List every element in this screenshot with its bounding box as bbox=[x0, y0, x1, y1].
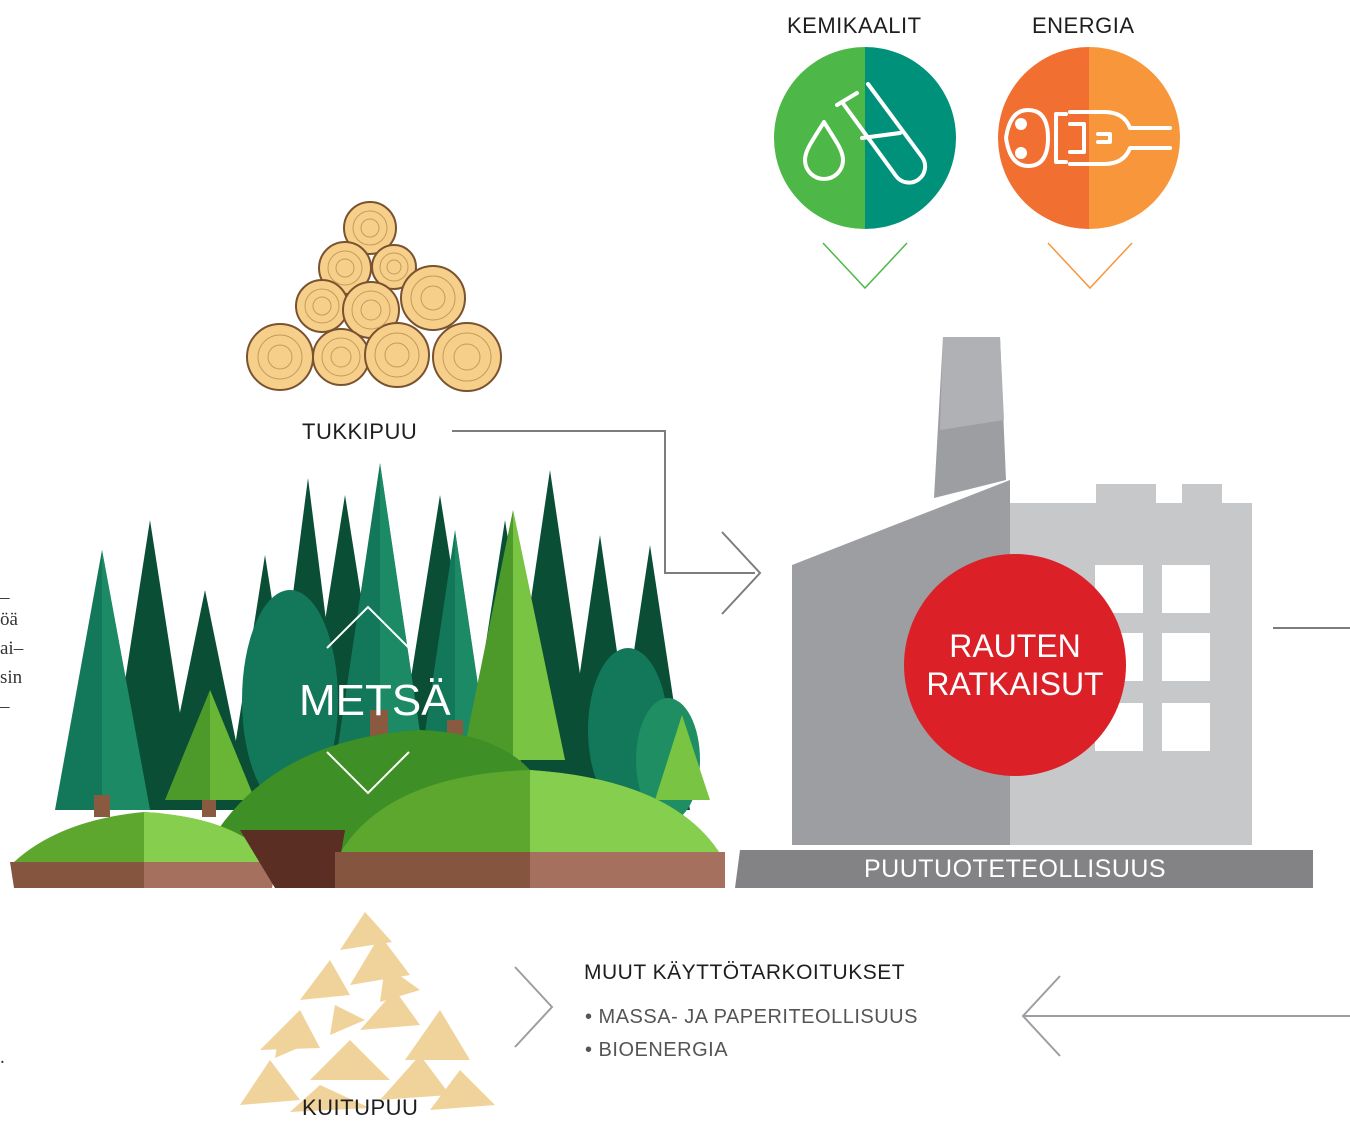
chemicals-chevron bbox=[822, 242, 908, 290]
puutuoteteollisuus-bar bbox=[735, 850, 1313, 888]
energy-circle bbox=[998, 47, 1180, 229]
metsa-up-chevron bbox=[326, 605, 410, 649]
metsa-label: METSÄ bbox=[299, 676, 451, 725]
tukkipuu-arrow-head bbox=[721, 531, 762, 615]
forest-illustration bbox=[10, 463, 725, 888]
muut-item-massa: • MASSA- JA PAPERITEOLLISUUS bbox=[585, 1006, 918, 1028]
rauten-label-line1: RAUTEN bbox=[949, 628, 1081, 664]
clipped-text-line-4: sin bbox=[0, 667, 23, 688]
rauten-ratkaisut-circle bbox=[904, 554, 1126, 776]
kuitupuu-label: KUITUPUU bbox=[302, 1095, 419, 1120]
metsa-down-chevron bbox=[326, 751, 410, 795]
rauten-label-line2: RATKAISUT bbox=[926, 666, 1104, 702]
muut-kayttotarkoitukset-title: MUUT KÄYTTÖTARKOITUKSET bbox=[584, 961, 906, 984]
kuitupuu-arrow-chevron bbox=[514, 966, 554, 1048]
clipped-text-line-1: – bbox=[0, 587, 10, 608]
power-plug-icon bbox=[1004, 108, 1172, 168]
puutuoteteollisuus-label: PUUTUOTETEOLLISUUS bbox=[864, 855, 1167, 883]
return-arrow-head bbox=[1021, 975, 1061, 1057]
muut-item-bioenergia: • BIOENERGIA bbox=[585, 1039, 729, 1061]
clipped-text-line-2: öä bbox=[0, 609, 18, 630]
wood-chips-illustration bbox=[240, 912, 495, 1112]
tukkipuu-label: TUKKIPUU bbox=[302, 419, 418, 444]
clipped-text-line-3: ai– bbox=[0, 638, 24, 659]
clipped-text-line-5: – bbox=[0, 696, 10, 717]
test-tube-drop-icon bbox=[803, 82, 928, 185]
log-rings bbox=[257, 210, 492, 382]
clipped-text-line-6: . bbox=[0, 1047, 5, 1068]
energia-label: ENERGIA bbox=[1032, 13, 1135, 38]
energy-chevron bbox=[1047, 242, 1133, 290]
kemikaalit-label: KEMIKAALIT bbox=[787, 13, 922, 38]
log-pile-illustration bbox=[246, 201, 502, 392]
chemicals-circle bbox=[774, 47, 956, 229]
tukkipuu-connector-line bbox=[452, 430, 755, 574]
